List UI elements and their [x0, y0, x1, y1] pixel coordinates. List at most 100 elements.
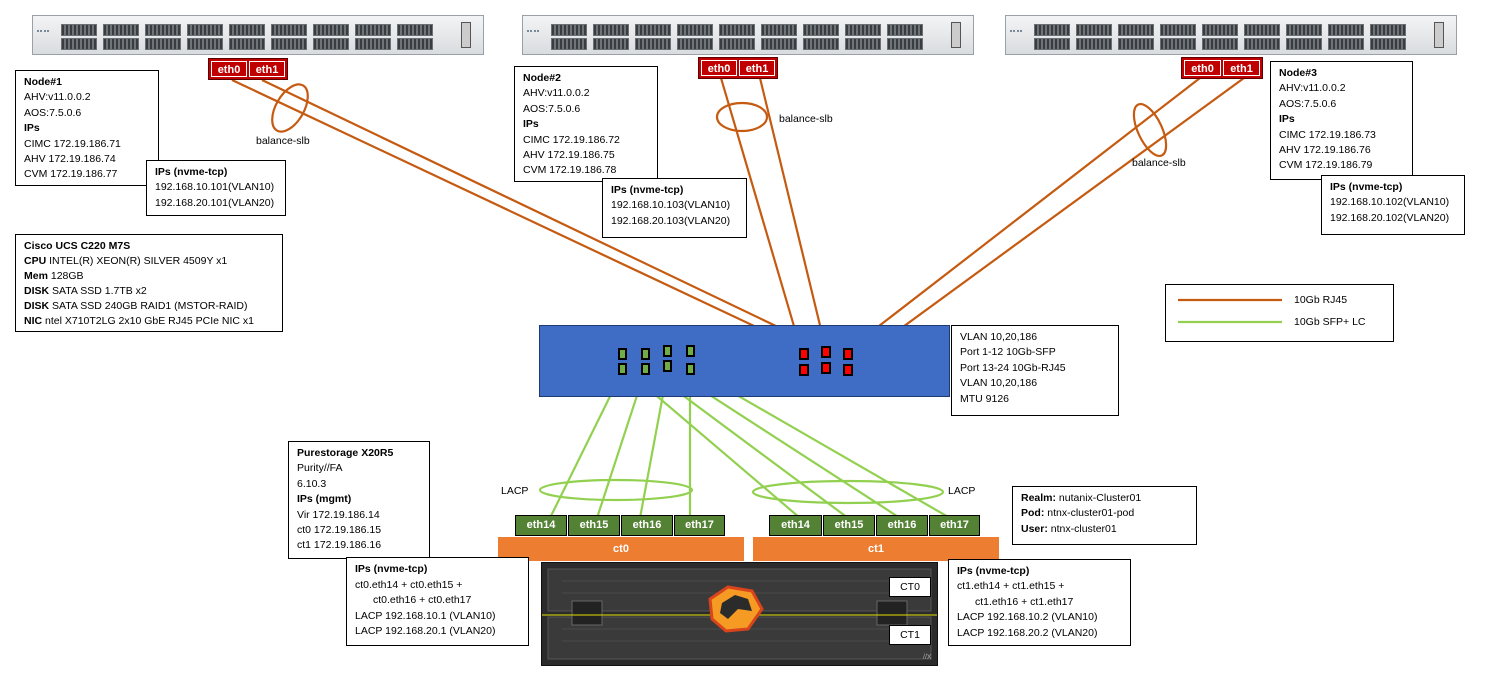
node1-eth0-port[interactable]: eth0 [211, 61, 247, 77]
pod-value: ntnx-cluster01-pod [1044, 507, 1135, 520]
pod-label: Pod: [1021, 507, 1045, 520]
storage-ct0-ip: ct0 172.19.186.15 [297, 524, 382, 537]
storage-vir-ip: Vir 172.19.186.14 [297, 508, 380, 521]
legend-rj45-label: 10Gb RJ45 [1294, 294, 1348, 306]
hardware-title: Cisco UCS C220 M7S [24, 240, 131, 252]
node2-cimc-ip: CIMC 172.19.186.72 [523, 133, 620, 146]
switch-rj45-port [843, 364, 853, 376]
ct0-eth14-port[interactable]: eth14 [515, 515, 567, 536]
ct1-lacp-label: LACP [948, 485, 976, 497]
node3-bond-ellipse [1132, 103, 1168, 157]
node2-port-group: eth0 eth1 [698, 57, 778, 79]
ct1-chassis-label: CT1 [889, 625, 931, 645]
ct0-nvme-bond-line1: ct0.eth14 + ct0.eth15 + [355, 578, 463, 591]
node3-ahv-ip: AHV 172.19.186.76 [1279, 144, 1371, 157]
ct0-nvme-bond-line2: ct0.eth16 + ct0.eth17 [373, 594, 472, 607]
ct0-nvme-title: IPs (nvme-tcp) [355, 563, 428, 575]
hardware-disk2-label: DISK [24, 300, 50, 312]
hardware-nic-label: NIC [24, 315, 43, 327]
node1-title: Node#1 [24, 76, 62, 88]
node3-ahv-version: AHV:v11.0.0.2 [1279, 82, 1346, 95]
node2-eth1-link [758, 77, 828, 351]
node3-title: Node#3 [1279, 67, 1317, 79]
storage-ips-label: IPs (mgmt) [297, 493, 352, 506]
realm-value: nutanix-Cluster01 [1056, 492, 1142, 504]
ct1-eth15-port[interactable]: eth15 [823, 515, 875, 536]
array-bezel-graphic: //X [542, 568, 937, 661]
storage-title: Purestorage X20R5 [297, 447, 394, 459]
node3-ips-label: IPs [1279, 113, 1295, 126]
node1-nvme-vlan20: 192.168.20.101(VLAN20) [155, 196, 275, 209]
node3-nvme-box: IPs (nvme-tcp) 192.168.10.102(VLAN10) 19… [1321, 175, 1465, 235]
ct0-controller-bar: ct0 [498, 537, 744, 561]
ct1-eth16-port[interactable]: eth16 [876, 515, 928, 536]
node3-eth1-link [847, 77, 1245, 368]
ct0-eth15-port[interactable]: eth15 [568, 515, 620, 536]
switch-info-box: VLAN 10,20,186 Port 1-12 10Gb-SFP Port 1… [951, 325, 1119, 416]
ct1-nvme-lacp-vlan10: LACP 192.168.10.2 (VLAN10) [957, 611, 1098, 624]
server-node1 [32, 15, 484, 55]
node2-title: Node#2 [523, 72, 561, 84]
ct1-lacp-ellipse [751, 479, 945, 505]
node1-port-group: eth0 eth1 [208, 58, 288, 80]
ct0-nvme-box: IPs (nvme-tcp) ct0.eth14 + ct0.eth15 + c… [346, 557, 529, 646]
hardware-disk1-label: DISK [24, 285, 50, 297]
node3-nvme-title: IPs (nvme-tcp) [1330, 181, 1403, 193]
hardware-cpu-label: CPU [24, 255, 47, 267]
node1-eth1-port[interactable]: eth1 [249, 61, 285, 77]
node1-eth1-link [261, 79, 827, 351]
pure-logo-icon [708, 585, 764, 633]
switch-sfp-port [663, 360, 672, 372]
node3-cvm-ip: CVM 172.19.186.79 [1279, 159, 1373, 172]
node3-eth0-link [825, 77, 1201, 368]
switch-info-vlan: VLAN 10,20,186 [960, 331, 1038, 343]
node2-ahv-ip: AHV 172.19.186.75 [523, 149, 615, 162]
switch-sfp-port [686, 363, 695, 375]
ct1-eth14-port[interactable]: eth14 [769, 515, 822, 536]
user-value: ntnx-cluster01 [1047, 522, 1117, 535]
storage-info-box: Purestorage X20R5 Purity//FA 6.10.3 IPs … [288, 441, 430, 559]
node1-nvme-vlan10: 192.168.10.101(VLAN10) [155, 181, 275, 194]
switch-rj45-port [799, 348, 809, 360]
switch-info-rj45-ports: Port 13-24 10Gb-RJ45 [960, 361, 1066, 374]
node2-eth0-port[interactable]: eth0 [701, 60, 737, 76]
node2-info-box: Node#2 AHV:v11.0.0.2 AOS:7.5.0.6 IPs CIM… [514, 66, 658, 182]
switch-rj45-port [821, 346, 831, 358]
node1-info-box: Node#1 AHV:v11.0.0.2 AOS:7.5.0.6 IPs CIM… [15, 70, 159, 186]
switch-info-mtu: MTU 9126 [960, 392, 1010, 405]
node2-eth1-port[interactable]: eth1 [739, 60, 775, 76]
ct0-eth17-port[interactable]: eth17 [674, 515, 725, 536]
hardware-mem-label: Mem [24, 270, 48, 282]
node1-bond-ellipse [271, 83, 309, 133]
node2-cvm-ip: CVM 172.19.186.78 [523, 164, 617, 177]
node1-cvm-ip: CVM 172.19.186.77 [24, 168, 118, 181]
ct1-eth17-port[interactable]: eth17 [929, 515, 980, 536]
switch-rj45-port [799, 364, 809, 376]
node3-port-group: eth0 eth1 [1181, 57, 1263, 79]
node3-nvme-vlan10: 192.168.10.102(VLAN10) [1330, 196, 1450, 209]
hardware-disk1: SATA SSD 1.7TB x2 [52, 285, 147, 297]
node3-eth0-port[interactable]: eth0 [1184, 60, 1221, 76]
node2-nvme-vlan10: 192.168.10.103(VLAN10) [611, 199, 731, 212]
ct0-nvme-lacp-vlan10: LACP 192.168.10.1 (VLAN10) [355, 609, 496, 622]
hardware-mem: 128GB [50, 270, 84, 282]
server-node2 [522, 15, 974, 55]
node1-cimc-ip: CIMC 172.19.186.71 [24, 137, 121, 150]
node1-eth0-link [231, 79, 806, 351]
node1-ahv-version: AHV:v11.0.0.2 [24, 91, 91, 104]
ct0-lacp-ellipse [538, 478, 694, 502]
hardware-nic: ntel X710T2LG 2x10 GbE RJ45 PCIe NIC x1 [45, 315, 254, 327]
switch-rj45-port [843, 348, 853, 360]
switch-sfp-port [663, 345, 672, 357]
ct1-controller-bar: ct1 [753, 537, 999, 561]
storage-ct1-ip: ct1 172.19.186.16 [297, 539, 382, 552]
node2-nvme-title: IPs (nvme-tcp) [611, 184, 684, 196]
switch-info-sfp-ports: Port 1-12 10Gb-SFP [960, 346, 1056, 359]
user-label: User: [1021, 522, 1048, 535]
node3-eth1-port[interactable]: eth1 [1223, 60, 1260, 76]
ct0-eth16-port[interactable]: eth16 [621, 515, 673, 536]
node3-nvme-vlan20: 192.168.20.102(VLAN20) [1330, 211, 1450, 224]
switch-info-vlan-2: VLAN 10,20,186 [960, 377, 1038, 390]
svg-text://X: //X [923, 654, 932, 661]
ct1-nvme-box: IPs (nvme-tcp) ct1.eth14 + ct1.eth15 + c… [948, 559, 1131, 646]
